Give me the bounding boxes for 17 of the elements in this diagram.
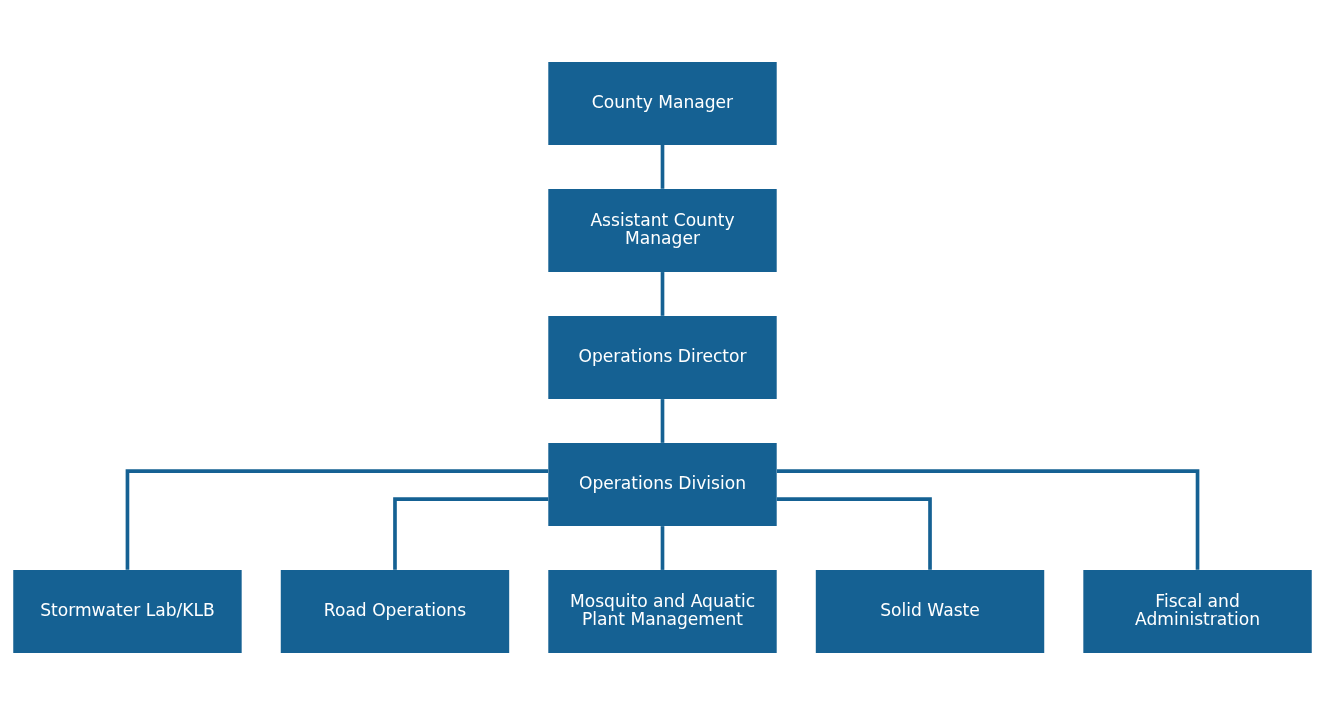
node-box: Operations Division <box>548 443 777 527</box>
connector <box>660 399 665 443</box>
connector <box>660 526 665 570</box>
node-box: Assistant County Manager <box>548 188 777 272</box>
node-box: Operations Director <box>548 315 777 400</box>
node-box: Stormwater Lab/KLB <box>13 570 242 654</box>
node-box: Mosquito and Aquatic Plant Management <box>548 570 777 654</box>
connector <box>776 469 1200 570</box>
node-box: Road Operations <box>280 570 510 654</box>
connector <box>393 497 549 570</box>
node-box: Fiscal and Administration <box>1083 570 1312 654</box>
connector <box>125 469 549 570</box>
node-box: County Manager <box>548 61 777 145</box>
connector <box>660 145 665 189</box>
connector <box>660 272 665 316</box>
node-box: Solid Waste <box>815 570 1045 654</box>
connector <box>776 497 932 570</box>
